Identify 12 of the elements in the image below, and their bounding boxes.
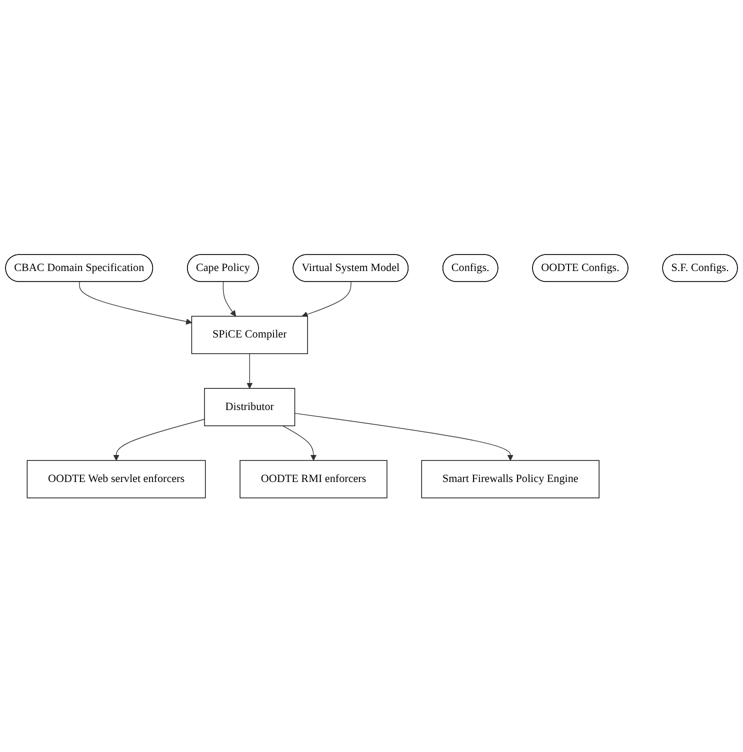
arrow: [113, 418, 205, 460]
arrow: [79, 281, 192, 324]
node-box: OODTE RMI enforcers: [240, 460, 388, 498]
arrow: [222, 281, 236, 316]
node-box: SPiCE Compiler: [191, 316, 308, 354]
arrow: [282, 425, 317, 460]
arrow: [294, 412, 514, 460]
node-box: Smart Firewalls Policy Engine: [421, 460, 600, 498]
node-box: OODTE Web servlet enforcers: [26, 460, 206, 498]
arrow: [302, 281, 352, 318]
node-box: Distributor: [204, 388, 296, 426]
arrow: [246, 353, 253, 388]
